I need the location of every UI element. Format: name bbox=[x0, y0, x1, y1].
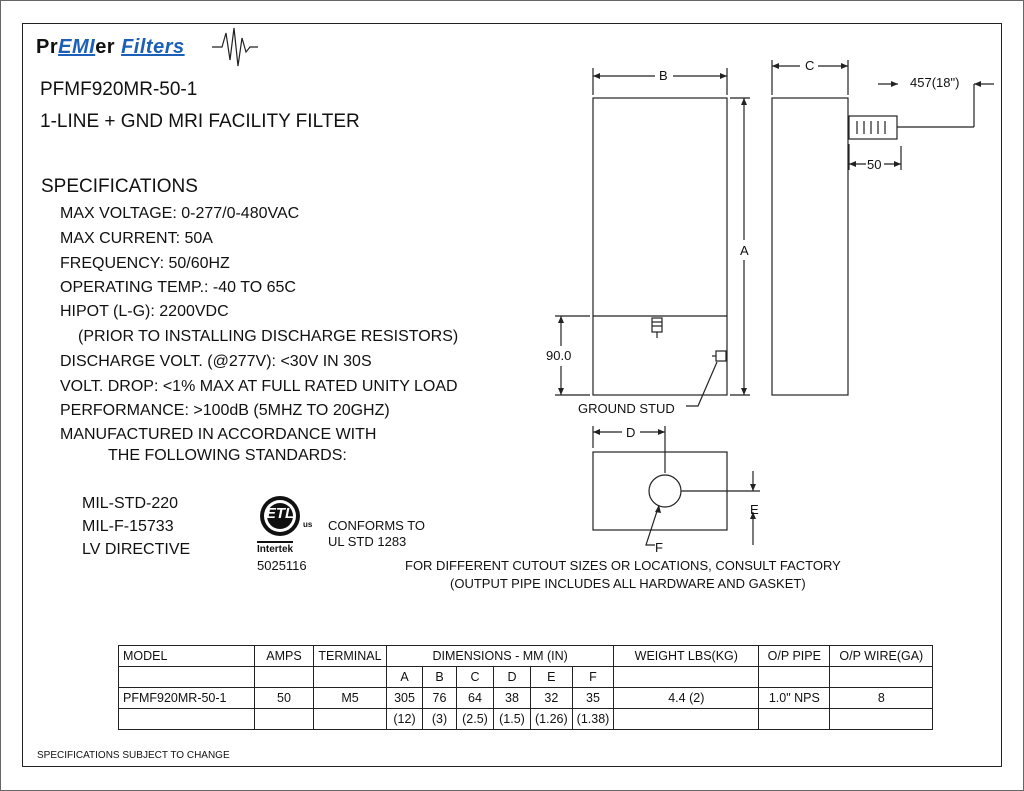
intertek-brand: Intertek bbox=[257, 541, 294, 555]
row-weight: 4.4 (2) bbox=[613, 687, 760, 709]
spec-max-current: MAX CURRENT: 50A bbox=[60, 230, 213, 247]
table-header-row: MODEL AMPS TERMINAL DIMENSIONS - MM (IN)… bbox=[118, 645, 934, 667]
spec-hipot-note: (PRIOR TO INSTALLING DISCHARGE RESISTORS… bbox=[78, 328, 459, 345]
standard-lv-directive: LV DIRECTIVE bbox=[82, 541, 191, 558]
dim-letter-a: A bbox=[386, 666, 423, 688]
empty-cell bbox=[254, 708, 314, 730]
row-dim-d-in: (1.5) bbox=[493, 708, 531, 730]
row-dim-f-in: (1.38) bbox=[571, 708, 615, 730]
header-amps: AMPS bbox=[254, 645, 314, 667]
spec-volt-drop: VOLT. DROP: <1% MAX AT FULL RATED UNITY … bbox=[60, 378, 458, 395]
row-dim-a-mm: 305 bbox=[386, 687, 423, 709]
pipe-offset-label: 50 bbox=[867, 157, 882, 172]
spec-operating-temp: OPERATING TEMP.: -40 TO 65C bbox=[60, 279, 296, 296]
row-dim-c-in: (2.5) bbox=[456, 708, 494, 730]
table-row: PFMF920MR-50-1 50 M5 305 76 64 38 32 35 … bbox=[118, 687, 934, 709]
dim-letter-f: F bbox=[571, 666, 615, 688]
header-op-pipe: O/P PIPE bbox=[758, 645, 831, 667]
row-op-wire: 8 bbox=[829, 687, 934, 709]
dim-letter-e: E bbox=[530, 666, 573, 688]
row-model: PFMF920MR-50-1 bbox=[118, 687, 255, 709]
dim-letter-b: B bbox=[422, 666, 457, 688]
dimension-a-label: A bbox=[740, 243, 749, 258]
etl-us-mark: us bbox=[303, 520, 313, 529]
dim-letter-d: D bbox=[493, 666, 531, 688]
spec-hipot: HIPOT (L-G): 2200VDC bbox=[60, 303, 229, 320]
stud-height-label: 90.0 bbox=[546, 348, 572, 363]
etl-logo-text: ETL bbox=[265, 505, 295, 522]
table-letter-row: A B C D E F bbox=[118, 666, 934, 688]
empty-cell bbox=[758, 708, 831, 730]
row-dim-f-mm: 35 bbox=[571, 687, 615, 709]
dimension-d-label: D bbox=[626, 425, 636, 440]
header-model: MODEL bbox=[118, 645, 255, 667]
part-number: PFMF920MR-50-1 bbox=[40, 79, 198, 100]
spec-frequency: FREQUENCY: 50/60HZ bbox=[60, 255, 230, 272]
empty-cell bbox=[613, 666, 760, 688]
dimension-c-label: C bbox=[805, 58, 815, 73]
empty-cell bbox=[829, 666, 934, 688]
part-description: 1-LINE + GND MRI FACILITY FILTER bbox=[40, 111, 360, 132]
logo-er: er bbox=[95, 36, 116, 58]
row-dim-b-mm: 76 bbox=[422, 687, 457, 709]
row-dim-a-in: (12) bbox=[386, 708, 423, 730]
row-dim-d-mm: 38 bbox=[493, 687, 531, 709]
row-terminal: M5 bbox=[313, 687, 387, 709]
empty-cell bbox=[758, 666, 831, 688]
row-dim-b-in: (3) bbox=[422, 708, 457, 730]
cutout-f-label: F bbox=[655, 540, 663, 555]
spec-max-voltage: MAX VOLTAGE: 0-277/0-480VAC bbox=[60, 205, 300, 222]
ground-stud-label: GROUND STUD bbox=[578, 401, 675, 416]
ul-std-line: UL STD 1283 bbox=[328, 534, 407, 549]
cutout-note: FOR DIFFERENT CUTOUT SIZES OR LOCATIONS,… bbox=[405, 558, 841, 573]
table-row: (12) (3) (2.5) (1.5) (1.26) (1.38) bbox=[118, 708, 934, 730]
logo-pr: Pr bbox=[36, 36, 59, 58]
standard-mil-std-220: MIL-STD-220 bbox=[82, 495, 179, 512]
empty-cell bbox=[313, 708, 387, 730]
header-terminal: TERMINAL bbox=[313, 645, 387, 667]
spec-discharge-volt: DISCHARGE VOLT. (@277V): <30V IN 30S bbox=[60, 353, 372, 370]
header-dimensions: DIMENSIONS - MM (IN) bbox=[385, 645, 615, 667]
spec-manufactured: MANUFACTURED IN ACCORDANCE WITH bbox=[60, 426, 377, 443]
header-weight: WEIGHT LBS(KG) bbox=[613, 645, 760, 667]
conforms-to-line: CONFORMS TO bbox=[328, 518, 426, 533]
row-dim-c-mm: 64 bbox=[456, 687, 494, 709]
spec-performance: PERFORMANCE: >100dB (5MHZ TO 20GHZ) bbox=[60, 402, 390, 419]
dimension-e-label: E bbox=[750, 502, 759, 517]
standard-mil-f-15733: MIL-F-15733 bbox=[82, 518, 174, 535]
empty-cell bbox=[118, 708, 255, 730]
spec-standards-line: THE FOLLOWING STANDARDS: bbox=[108, 447, 347, 464]
row-amps: 50 bbox=[254, 687, 314, 709]
empty-cell bbox=[254, 666, 314, 688]
empty-cell bbox=[829, 708, 934, 730]
dimensions-table: MODEL AMPS TERMINAL DIMENSIONS - MM (IN)… bbox=[118, 645, 934, 730]
empty-cell bbox=[613, 708, 760, 730]
specifications-heading: SPECIFICATIONS bbox=[41, 176, 198, 197]
sheet-frame bbox=[22, 23, 1002, 767]
empty-cell bbox=[118, 666, 255, 688]
empty-cell bbox=[313, 666, 387, 688]
dim-letter-c: C bbox=[456, 666, 494, 688]
certification-number: 5025116 bbox=[257, 558, 307, 573]
logo-emi: EMI bbox=[58, 36, 96, 58]
logo-filters: Filters bbox=[121, 36, 185, 58]
row-dim-e-mm: 32 bbox=[530, 687, 573, 709]
pipe-hardware-note: (OUTPUT PIPE INCLUDES ALL HARDWARE AND G… bbox=[450, 576, 806, 591]
row-op-pipe: 1.0" NPS bbox=[758, 687, 831, 709]
wire-length-label: 457(18") bbox=[910, 75, 960, 90]
dimension-b-label: B bbox=[659, 68, 668, 83]
header-op-wire: O/P WIRE(GA) bbox=[829, 645, 934, 667]
row-dim-e-in: (1.26) bbox=[530, 708, 573, 730]
footer-note: SPECIFICATIONS SUBJECT TO CHANGE bbox=[37, 750, 230, 761]
